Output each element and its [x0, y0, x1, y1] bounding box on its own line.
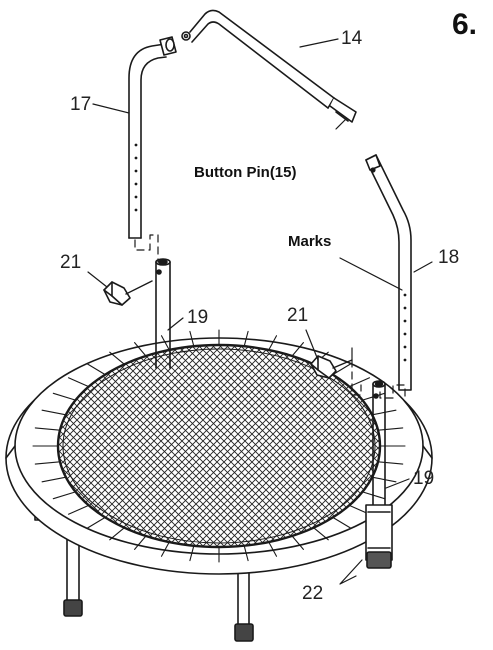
spring — [52, 491, 77, 500]
handlebar-part-17 — [128, 36, 177, 239]
label-part-18: 18 — [438, 247, 460, 268]
handlebar-part-14 — [181, 9, 357, 123]
spring — [134, 342, 147, 357]
spring — [41, 409, 67, 416]
spring — [67, 504, 90, 515]
spring — [348, 377, 371, 388]
spring — [371, 409, 397, 416]
callout-button-pin: Button Pin(15) — [194, 164, 297, 181]
label-part-19-right: 19 — [413, 468, 435, 489]
label-part-21-left: 21 — [60, 252, 82, 273]
spring — [34, 427, 61, 431]
spring — [160, 335, 170, 351]
spring — [34, 461, 61, 465]
label-part-21-right: 21 — [287, 305, 309, 326]
knob-part-21-left — [103, 280, 153, 306]
handlebar-part-18 — [365, 154, 412, 391]
spring — [52, 392, 77, 401]
spring — [377, 427, 404, 431]
label-part-19-left: 19 — [187, 307, 209, 328]
knob-part-21-right — [310, 355, 353, 379]
springs — [32, 329, 406, 563]
spring — [41, 476, 67, 483]
spring — [268, 541, 278, 557]
spring — [332, 363, 352, 376]
callout-marks: Marks — [288, 233, 332, 250]
right-upright-tube — [365, 380, 393, 569]
assembly-guide-lines — [134, 234, 406, 399]
spring — [377, 461, 404, 465]
left-upright-tube — [155, 258, 171, 369]
spring — [291, 535, 304, 550]
spring — [243, 545, 249, 562]
label-part-14: 14 — [341, 28, 363, 49]
spring — [371, 476, 397, 483]
spring — [243, 330, 249, 347]
spring — [160, 541, 170, 557]
step-number: 6. — [452, 8, 478, 41]
label-part-17: 17 — [70, 94, 92, 115]
spring — [67, 377, 90, 388]
spring — [291, 342, 304, 357]
spring — [86, 516, 106, 529]
spring — [189, 330, 195, 347]
spring — [189, 545, 195, 562]
spring — [134, 535, 147, 550]
spring — [109, 351, 125, 365]
spring — [332, 516, 352, 529]
spring — [313, 527, 329, 541]
spring — [109, 527, 125, 541]
label-part-22: 22 — [302, 583, 324, 604]
leader-lines — [87, 38, 433, 585]
spring — [268, 335, 278, 351]
spring — [86, 363, 106, 376]
